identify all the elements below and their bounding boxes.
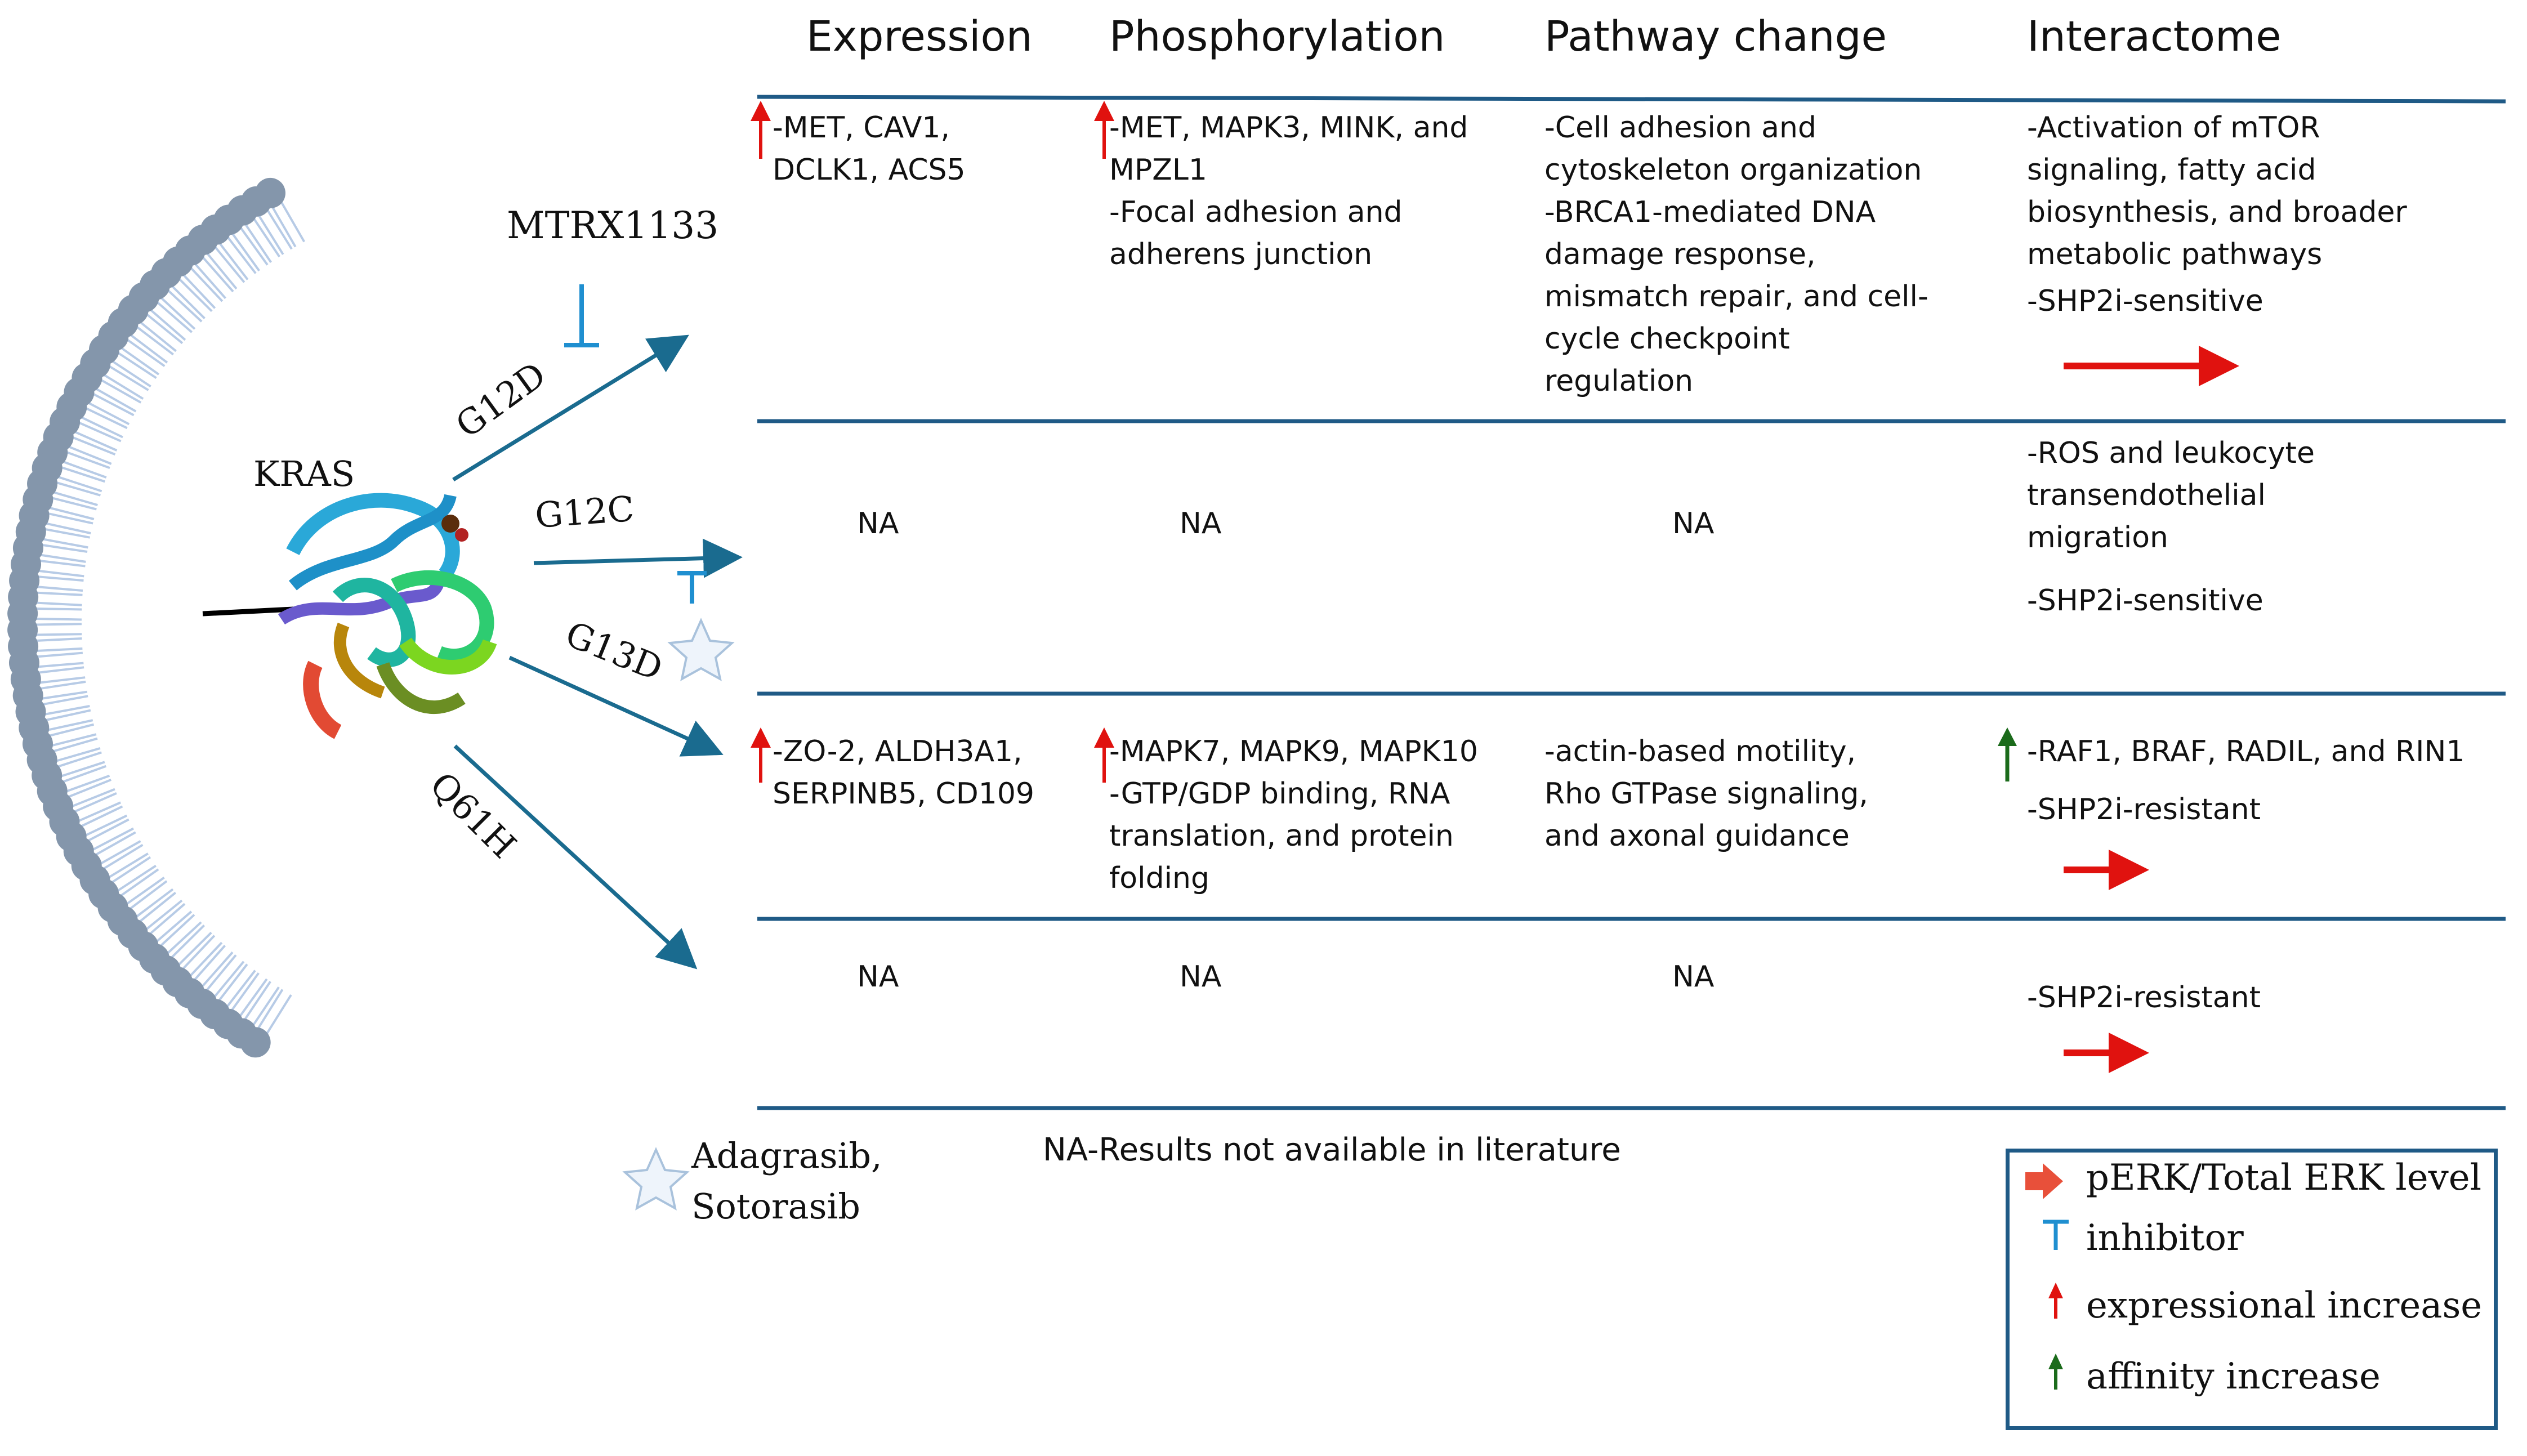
arrow-q61h [453,744,698,970]
label-g12c: G12C [534,488,636,536]
cell-q61h-phosphorylation: NA [1180,960,1222,994]
kras-protein-structure [202,493,497,739]
arrow-g13d [508,655,724,757]
cell-g12d-expression: -MET, CAV1, DCLK1, ACS5 [773,111,966,187]
cell-g12c-phosphorylation: NA [1180,507,1222,541]
mtrx-inhibitor-icon [564,284,599,347]
header-interactome: Interactome [2027,12,2282,61]
perk-arrows [2064,346,2239,1073]
lipid-head [240,1027,271,1058]
legend-icons [2025,1163,2069,1390]
legend-red-arrow-icon [2048,1283,2063,1319]
shp2-g12c: -SHP2i-sensitive [2027,584,2263,618]
cell-g13d-pathway: -actin-based motility, Rho GTPase signal… [1544,735,1868,853]
cell-g13d-expression: -ZO-2, ALDH3A1, SERPINB5, CD109 [773,735,1035,811]
shp2-q61h: -SHP2i-resistant [2027,981,2261,1015]
legend-green-arrow-icon [2048,1354,2063,1390]
star-icon [667,618,735,681]
legend-affinity-label: affinity increase [2086,1356,2381,1397]
affinity-increase-arrow [1998,727,2017,781]
kras-label: KRAS [253,453,355,494]
drug-star-icon [622,1147,690,1211]
header-pathway: Pathway change [1544,12,1887,61]
cell-g12c-pathway: NA [1672,507,1715,541]
cell-g12d-phosphorylation: -MET, MAPK3, MINK, and MPZL1 -Focal adhe… [1109,111,1468,271]
cell-membrane-bilayer [7,177,306,1058]
cell-g12d-interactome: -Activation of mTOR signaling, fatty aci… [2027,111,2407,271]
label-g12d: G12D [448,354,553,446]
shp2-g13d: -SHP2i-resistant [2027,793,2261,827]
header-expression: Expression [806,12,1033,61]
legend-perk-label: pERK/Total ERK level [2086,1157,2482,1199]
cell-g12c-interactome: -ROS and leukocyte transendothelial migr… [2027,436,2315,555]
header-phosphorylation: Phosphorylation [1109,12,1445,61]
cell-g13d-interactome: -RAF1, BRAF, RADIL, and RIN1 [2027,735,2465,769]
drug-names: Adagrasib, Sotorasib [691,1131,882,1232]
label-q61h: Q61H [422,764,524,867]
legend-inhibitor-icon [2043,1220,2069,1250]
legend-box [2006,1149,2498,1430]
cell-q61h-pathway: NA [1672,960,1715,994]
drug-line-2: Sotorasib [691,1186,860,1227]
legend-perk-icon [2025,1163,2063,1199]
cell-g12c-expression: NA [857,507,899,541]
arrow-g12d [452,334,689,481]
mutation-labels: G12D G12C G13D Q61H [422,354,668,866]
shp2-g12d: -SHP2i-sensitive [2027,284,2263,318]
drug-line-1: Adagrasib, [691,1135,882,1176]
legend-inhibitor-label: inhibitor [2086,1217,2244,1259]
mtrx-label: MTRX1133 [507,204,719,247]
expression-increase-arrows [751,101,1114,783]
table-rules [757,95,2506,1110]
label-g13d: G13D [560,613,668,689]
cell-g13d-phosphorylation: -MAPK7, MAPK9, MAPK10 -GTP/GDP binding, … [1109,735,1478,895]
g12c-inhibitor-icon [677,571,707,604]
legend-expression-label: expressional increase [2086,1285,2483,1327]
footnote: NA-Results not available in literature [1043,1132,1621,1168]
mutation-arrows [452,334,743,970]
arrow-g12c [533,538,743,578]
cell-q61h-expression: NA [857,960,899,994]
cell-g12d-pathway: -Cell adhesion and cytoskeleton organiza… [1544,111,1928,398]
